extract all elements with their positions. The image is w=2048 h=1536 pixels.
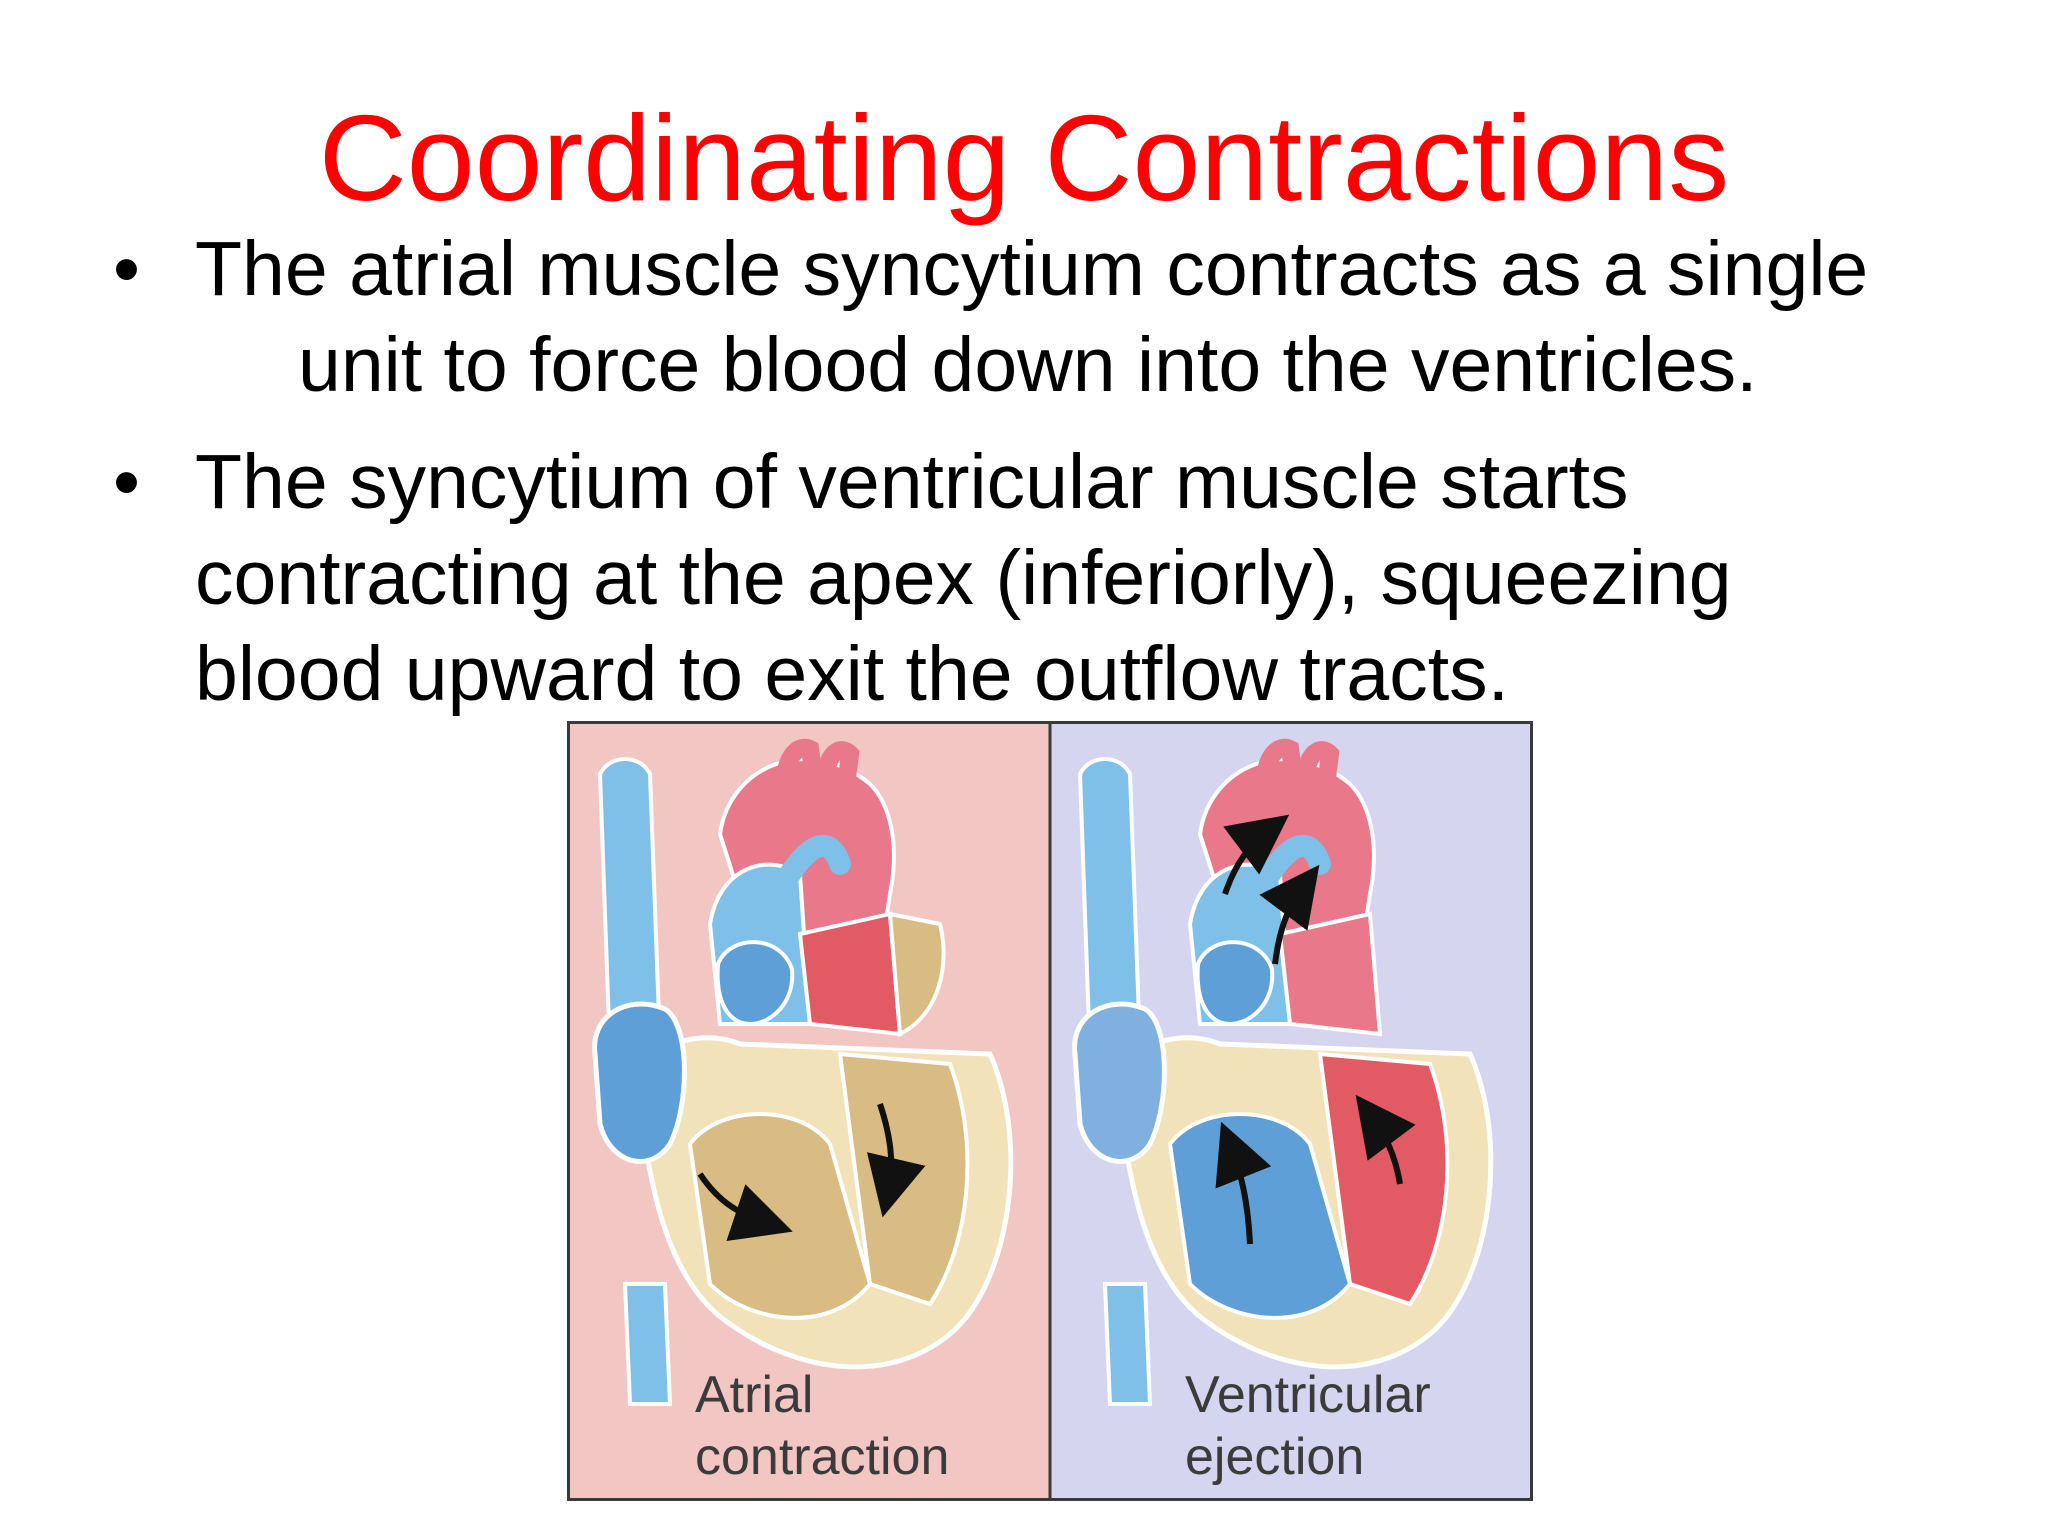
left-atrium-muscle <box>887 911 946 1038</box>
bullet-item-2: • The syncytium of ventricular muscle st… <box>113 434 1915 722</box>
right-heart <box>1072 738 1494 1406</box>
superior-vena-cava <box>1077 757 1143 1057</box>
left-panel-label-line-1: Atrial <box>695 1366 814 1424</box>
bullet-dot: • <box>113 226 140 312</box>
heart-illustration <box>570 724 1530 1498</box>
bullet-2-line-1: The syncytium of ventricular muscle star… <box>195 439 1629 525</box>
arrow-to-pulmonary <box>1259 864 1320 965</box>
pulmonary-valve <box>715 940 795 1027</box>
left-heart <box>592 738 1014 1406</box>
bullet-list: • The atrial muscle syncytium contracts … <box>0 0 2048 740</box>
right-panel-label-line-2: ejection <box>1185 1428 1365 1486</box>
left-panel-label: Atrial contraction <box>695 1364 949 1488</box>
aortic-branches <box>1256 738 1340 803</box>
left-atrium <box>797 911 903 1037</box>
pulmonary-branch <box>779 834 851 885</box>
right-panel-label: Ventricular ejection <box>1185 1364 1431 1488</box>
arrow-to-aorta <box>1222 814 1290 895</box>
inferior-vena-cava <box>1102 1282 1153 1406</box>
pulmonary-valve <box>1195 940 1275 1027</box>
right-atrium <box>1072 1001 1167 1164</box>
inferior-vena-cava <box>622 1282 673 1406</box>
left-atrium <box>1277 911 1383 1037</box>
slide-title: Coordinating Contractions <box>318 90 1730 226</box>
arrow-atrium-to-right-ventricle <box>697 1172 793 1242</box>
left-panel-label-line-2: contraction <box>695 1428 950 1486</box>
superior-vena-cava <box>597 757 663 1057</box>
bullet-2-line-2: contracting at the apex (inferiorly), sq… <box>195 535 1732 621</box>
right-atrium <box>592 1001 687 1164</box>
right-panel-label-line-1: Ventricular <box>1185 1366 1431 1424</box>
bullet-1-line-2: unit to force blood down into the ventri… <box>298 322 1758 408</box>
bullet-1-line-1: The atrial muscle syncytium contracts as… <box>195 226 1869 312</box>
arrow-atrium-to-left-ventricle <box>866 1103 926 1218</box>
aortic-branches <box>776 738 860 803</box>
arrow-right-ventricle-up <box>1215 1121 1272 1245</box>
bullet-item-1: • The atrial muscle syncytium contracts … <box>113 221 1955 413</box>
heart-figure: Atrial contraction Ventricular ejection <box>567 721 1533 1501</box>
arrow-left-ventricle-up <box>1355 1094 1416 1185</box>
bullet-2-line-3: blood upward to exit the outflow tracts. <box>195 631 1510 717</box>
bullet-dot: • <box>113 439 140 525</box>
